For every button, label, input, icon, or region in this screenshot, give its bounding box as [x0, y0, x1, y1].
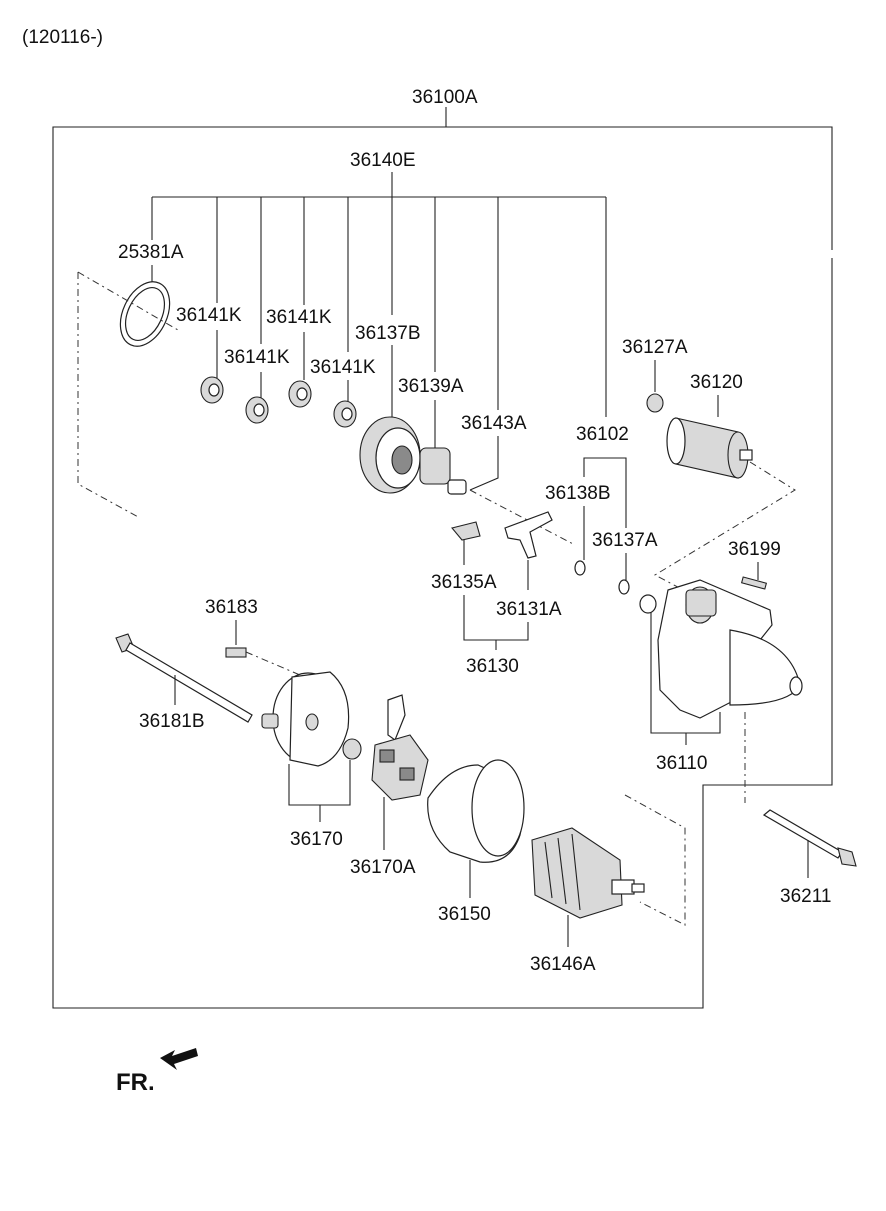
nut-36127A [646, 393, 664, 413]
label-36100A: 36100A [412, 87, 478, 108]
label-36143A: 36143A [461, 413, 527, 434]
planet-gear-2 [245, 396, 269, 424]
label-36135A: 36135A [431, 572, 497, 593]
label-36138B: 36138B [545, 483, 611, 504]
label-36141K-3: 36141K [266, 307, 332, 328]
pinion-shaft-36139A [419, 447, 467, 495]
label-36137A: 36137A [592, 530, 658, 551]
label-36141K-4: 36141K [310, 357, 376, 378]
planet-gear-1 [200, 376, 224, 404]
label-36131A: 36131A [496, 599, 562, 620]
label-25381A: 25381A [118, 242, 184, 263]
label-36170A: 36170A [350, 857, 416, 878]
label-36102: 36102 [576, 424, 629, 445]
bolt-36211 [762, 809, 857, 867]
label-36150: 36150 [438, 904, 491, 925]
direction-label: FR. [116, 1069, 155, 1096]
label-36110: 36110 [656, 753, 707, 774]
solenoid-36120 [666, 417, 753, 479]
armature-36146A [531, 827, 645, 919]
label-36141K-1: 36141K [176, 305, 242, 326]
label-36199: 36199 [728, 539, 781, 560]
label-36140E: 36140E [350, 150, 416, 171]
yoke-36150 [427, 759, 525, 863]
bushing-36170 [342, 738, 362, 760]
arrow-left-down-icon [160, 1048, 198, 1070]
label-36127A: 36127A [622, 337, 688, 358]
label-36183: 36183 [205, 597, 258, 618]
lever-36131A [504, 511, 553, 559]
front-housing-36110 [639, 579, 803, 719]
label-36137B: 36137B [355, 323, 421, 344]
snap-ring-36138B [574, 560, 586, 576]
label-36146A: 36146A [530, 954, 596, 975]
brush-holder-36170A [371, 694, 429, 801]
label-36139A: 36139A [398, 376, 464, 397]
internal-gear-36137B [359, 416, 421, 494]
through-bolt-36181B [115, 633, 253, 723]
screw-36199 [740, 576, 768, 590]
rear-cover-36170 [261, 671, 350, 767]
label-36170: 36170 [290, 829, 343, 850]
screw-36183 [225, 647, 247, 658]
label-36130: 36130 [466, 656, 519, 677]
washer-36137A [618, 579, 630, 595]
label-36211: 36211 [780, 886, 831, 907]
label-36181B: 36181B [139, 711, 205, 732]
assembly-frame [52, 107, 833, 1009]
label-36141K-2: 36141K [224, 347, 290, 368]
bracket-36140E [151, 172, 607, 417]
planet-gear-3 [288, 380, 312, 408]
header-code: (120116-) [22, 27, 103, 48]
planet-gear-4 [333, 400, 357, 428]
label-36120: 36120 [690, 372, 743, 393]
plate-36135A [451, 521, 481, 541]
